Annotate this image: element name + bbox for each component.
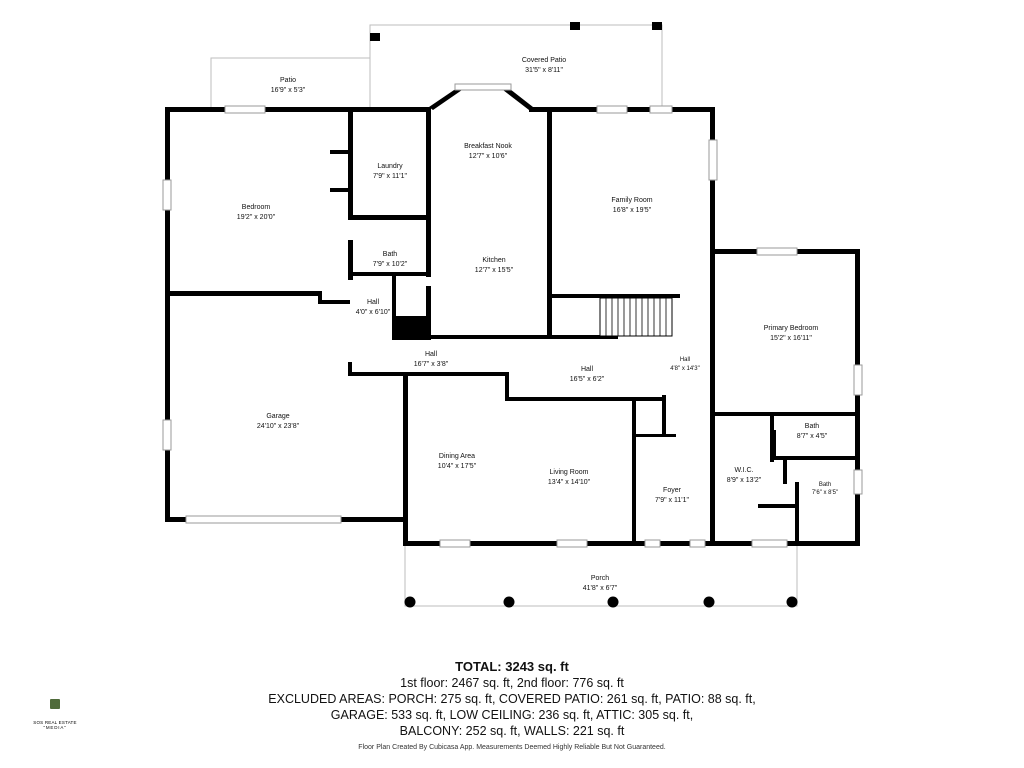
window xyxy=(853,469,863,495)
room-dims-patio: 16'9" x 5'3" xyxy=(271,87,306,94)
window xyxy=(751,539,788,548)
covered-patio-outline xyxy=(369,24,663,108)
porch-post xyxy=(503,596,515,608)
room-dims-hall: 16'5" x 6'2" xyxy=(570,376,605,383)
area-summary: TOTAL: 3243 sq. ft 1st floor: 2467 sq. f… xyxy=(0,658,1024,753)
window xyxy=(649,105,673,114)
logo-line-2: "MEDIA" xyxy=(43,725,67,730)
room-dims-hall: 16'7" x 3'8" xyxy=(414,361,449,368)
window xyxy=(708,139,718,181)
window xyxy=(596,105,628,114)
windows xyxy=(162,83,863,548)
room-name-family-room: Family Room xyxy=(611,197,652,204)
room-name-bedroom: Bedroom xyxy=(242,204,271,211)
patio-outline xyxy=(210,57,370,108)
room-labels: Covered Patio 31'5" x 8'11" Patio 16'9" … xyxy=(237,57,838,592)
room-name-hall: Hall xyxy=(425,351,438,358)
room-name-dining-area: Dining Area xyxy=(439,453,475,460)
patio-post xyxy=(570,22,580,30)
room-name-porch: Porch xyxy=(591,575,609,582)
room-name-foyer: Foyer xyxy=(663,487,682,494)
room-name-bath: Bath xyxy=(819,482,831,488)
logo-mark xyxy=(50,699,60,709)
room-dims-hall: 4'0" x 6'10" xyxy=(356,309,391,316)
room-name-wic: W.I.C. xyxy=(734,467,753,474)
excluded-areas-line-3: BALCONY: 252 sq. ft, WALLS: 221 sq. ft xyxy=(399,724,625,738)
porch-post xyxy=(607,596,619,608)
room-dims-bedroom: 19'2" x 20'0" xyxy=(237,214,276,221)
room-dims-covered-patio: 31'5" x 8'11" xyxy=(525,67,563,74)
window xyxy=(556,539,588,548)
stairs xyxy=(599,297,673,337)
room-dims-wic: 8'9" x 13'2" xyxy=(727,477,762,484)
logo-line-1: SOS REAL ESTATE xyxy=(33,720,77,725)
window xyxy=(853,364,863,396)
room-name-covered-patio: Covered Patio xyxy=(522,57,566,64)
room-dims-dining-area: 10'4" x 17'5" xyxy=(438,463,477,470)
room-dims-garage: 24'10" x 23'8" xyxy=(257,423,300,430)
room-name-hall: Hall xyxy=(680,357,690,363)
porch-outline xyxy=(404,545,798,607)
room-name-bath: Bath xyxy=(805,423,820,430)
floor-areas: 1st floor: 2467 sq. ft, 2nd floor: 776 s… xyxy=(400,676,624,690)
room-dims-laundry: 7'9" x 11'1" xyxy=(373,173,407,180)
floor-plan: Covered Patio 31'5" x 8'11" Patio 16'9" … xyxy=(162,22,863,608)
room-name-laundry: Laundry xyxy=(377,163,403,170)
logo: SOS REAL ESTATE "MEDIA" xyxy=(30,695,80,735)
room-name-bath: Bath xyxy=(383,251,398,258)
room-dims-primary-bedroom: 15'2" x 16'11" xyxy=(770,335,812,342)
room-name-garage: Garage xyxy=(266,413,289,420)
room-dims-porch: 41'8" x 6'7" xyxy=(583,585,618,592)
excluded-areas-line-1: EXCLUDED AREAS: PORCH: 275 sq. ft, COVER… xyxy=(268,692,756,706)
porch-post xyxy=(703,596,715,608)
window xyxy=(224,105,266,114)
patio-post xyxy=(370,33,380,41)
room-name-primary-bedroom: Primary Bedroom xyxy=(764,325,819,332)
room-dims-breakfast-nook: 12'7" x 10'6" xyxy=(469,153,508,160)
room-dims-bath: 8'7" x 4'5" xyxy=(797,433,828,440)
total-area: TOTAL: 3243 sq. ft xyxy=(455,659,569,674)
room-dims-kitchen: 12'7" x 15'5" xyxy=(475,267,514,274)
room-dims-living-room: 13'4" x 14'10" xyxy=(548,479,591,486)
room-dims-family-room: 16'8" x 19'5" xyxy=(613,207,652,214)
window xyxy=(439,539,471,548)
room-dims-bath: 7'6" x 8'5" xyxy=(812,490,838,496)
room-name-hall: Hall xyxy=(581,366,594,373)
room-name-kitchen: Kitchen xyxy=(482,257,505,264)
room-name-hall: Hall xyxy=(367,299,380,306)
window xyxy=(644,539,661,548)
porch-post xyxy=(404,596,416,608)
room-name-living-room: Living Room xyxy=(550,469,589,476)
window xyxy=(162,419,172,451)
disclaimer: Floor Plan Created By Cubicasa App. Meas… xyxy=(358,744,666,751)
window xyxy=(162,179,172,211)
porch-post xyxy=(786,596,798,608)
window xyxy=(689,539,706,548)
window xyxy=(756,247,798,256)
outdoor-outlines xyxy=(210,24,798,607)
room-dims-bath: 7'9" x 10'2" xyxy=(373,261,408,268)
room-dims-foyer: 7'9" x 11'1" xyxy=(655,497,689,504)
bay-window xyxy=(454,83,512,91)
patio-post xyxy=(652,22,662,30)
garage-door xyxy=(185,515,342,524)
excluded-areas-line-2: GARAGE: 533 sq. ft, LOW CEILING: 236 sq.… xyxy=(330,708,694,722)
room-name-patio: Patio xyxy=(280,77,296,84)
posts xyxy=(370,22,798,608)
room-name-breakfast-nook: Breakfast Nook xyxy=(464,143,512,150)
room-dims-hall: 4'8" x 14'3" xyxy=(670,366,700,372)
